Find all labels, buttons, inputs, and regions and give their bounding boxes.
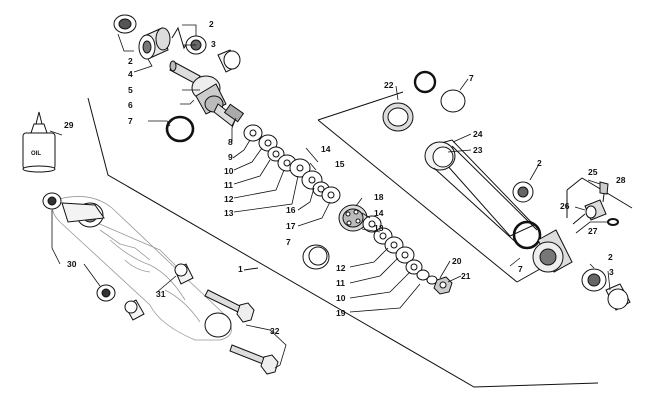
- piston: [338, 204, 368, 232]
- lower-washers: [362, 215, 438, 285]
- upper-mount: [191, 75, 227, 115]
- callout-2-top: 2: [209, 19, 214, 29]
- frame-lines: [87, 91, 599, 388]
- callout-14-mid: 14: [374, 208, 384, 218]
- callout-24: 24: [473, 129, 483, 139]
- callout-10-left: 10: [224, 166, 234, 176]
- callout-11-left: 11: [224, 180, 233, 190]
- reservoir-assembly: [382, 70, 633, 311]
- callout-7-mid: 7: [286, 237, 291, 247]
- bolts-32: [204, 289, 279, 375]
- oil-bottle-label: OIL: [31, 151, 41, 157]
- callout-2-left: 2: [128, 56, 133, 66]
- callout-16: 16: [286, 205, 296, 215]
- callout-3-top: 3: [211, 39, 216, 49]
- callout-31: 31: [156, 289, 166, 299]
- callout-12-mid: 12: [336, 263, 346, 273]
- shaft-assembly: [113, 14, 453, 295]
- callout-7-left: 7: [128, 116, 133, 126]
- callout-labels: 2 3 2 4 5 6 7 8 9 10 11 12 13 14 15 16 1…: [64, 19, 626, 336]
- bushing-top-left: [113, 14, 137, 34]
- end-cap: [382, 102, 414, 132]
- callout-17: 17: [286, 221, 296, 231]
- callout-20: 20: [452, 256, 462, 266]
- callout-8: 8: [228, 137, 233, 147]
- lower-body: [532, 229, 573, 273]
- callout-2-lower-right: 2: [608, 252, 613, 262]
- callout-27: 27: [588, 226, 598, 236]
- callout-6: 6: [128, 100, 133, 110]
- callout-29: 29: [64, 120, 74, 130]
- callout-32: 32: [270, 326, 280, 336]
- eyelet-body: [138, 27, 171, 60]
- shaft-washers: [243, 124, 341, 204]
- seal-right-top: [440, 89, 466, 113]
- o-ring-right-top: [413, 70, 437, 94]
- o-ring-left: [165, 115, 195, 143]
- callout-15: 15: [335, 159, 345, 169]
- callout-11-mid: 11: [336, 278, 345, 288]
- callout-2-right: 2: [537, 158, 542, 168]
- callout-23: 23: [473, 145, 483, 155]
- bushings-30: [42, 192, 116, 302]
- callout-28: 28: [616, 175, 626, 185]
- callout-5: 5: [128, 85, 133, 95]
- sleeves-31: [124, 263, 194, 321]
- sleeve-lower-right: [605, 283, 631, 311]
- valve: [572, 181, 609, 225]
- leader-lines: [49, 24, 611, 369]
- callout-7-right-low: 7: [518, 264, 523, 274]
- assembled-shock-ghost: [52, 196, 232, 341]
- bushing-right: [512, 181, 534, 203]
- sleeve-top: [217, 49, 241, 73]
- callout-26: 26: [560, 201, 570, 211]
- callout-4: 4: [128, 69, 133, 79]
- callout-1: 1: [238, 264, 243, 274]
- o-ring-right-mid: [512, 220, 542, 250]
- seal-lower-left: [302, 244, 330, 270]
- callout-12-left: 12: [224, 194, 234, 204]
- callout-7-right-top: 7: [469, 73, 474, 83]
- callout-14-top: 14: [321, 144, 331, 154]
- callout-18: 18: [374, 192, 384, 202]
- callout-3-lower-right: 3: [609, 267, 614, 277]
- callout-22: 22: [384, 80, 394, 90]
- callout-10-mid: 10: [336, 293, 346, 303]
- callout-19: 19: [336, 308, 346, 318]
- callout-13-mid: 13: [374, 223, 384, 233]
- shaft-nut: [433, 276, 453, 295]
- shaft: [213, 103, 245, 127]
- callout-25: 25: [588, 167, 598, 177]
- bushing-lower-right: [581, 268, 607, 292]
- callout-9: 9: [228, 152, 233, 162]
- oil-bottle-icon: OIL: [22, 111, 56, 173]
- o-ring-27: [607, 218, 619, 226]
- callout-30: 30: [67, 259, 77, 269]
- callout-21: 21: [461, 271, 471, 281]
- callout-13-left: 13: [224, 208, 234, 218]
